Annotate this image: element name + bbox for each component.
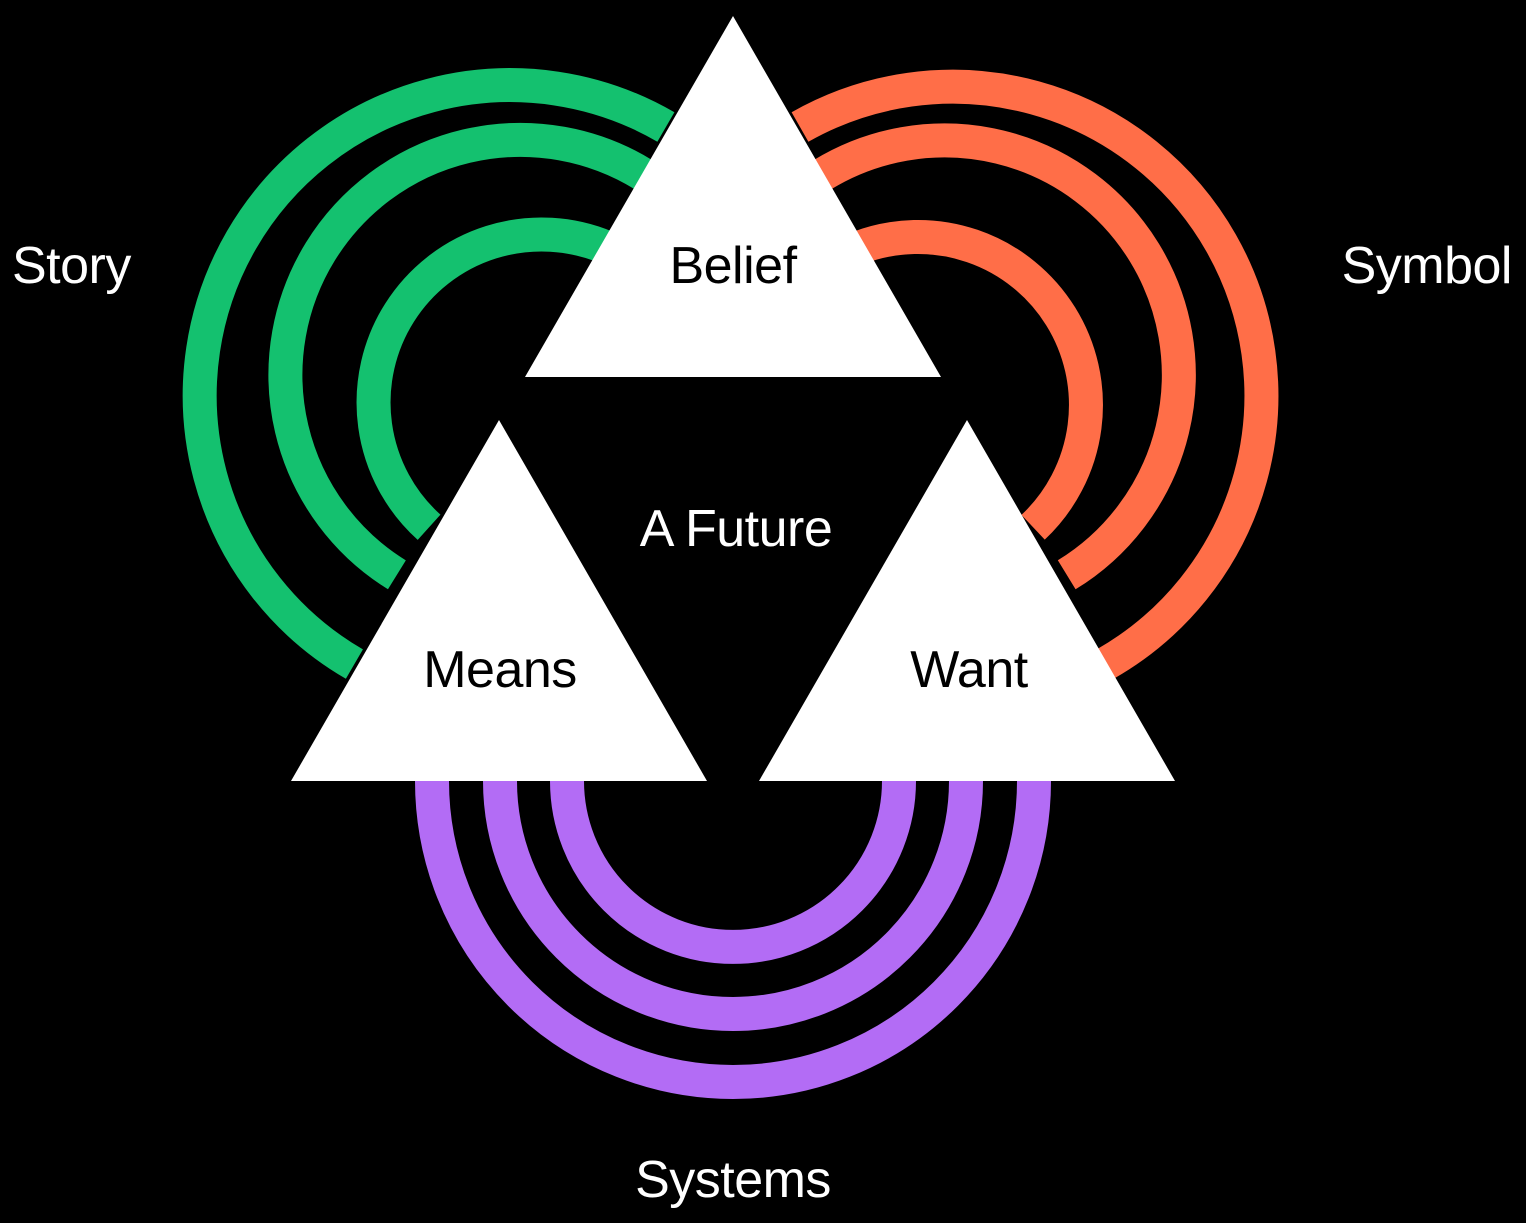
systems-arcs xyxy=(415,780,1051,1099)
systems-label: Systems xyxy=(635,1151,831,1209)
story-arc-middle xyxy=(268,122,653,590)
systems-arc-outer xyxy=(415,780,1051,1099)
story-label: Story xyxy=(12,237,131,295)
want-triangle xyxy=(759,420,1175,781)
story-arc-inner xyxy=(356,217,613,540)
systems-arc-inner xyxy=(550,780,916,964)
symbol-arcs xyxy=(791,69,1279,679)
belief-triangle xyxy=(525,16,941,377)
means-triangle xyxy=(291,420,707,781)
symbol-label: Symbol xyxy=(1342,237,1512,295)
want-label: Want xyxy=(910,641,1028,699)
center-label: A Future xyxy=(640,500,833,558)
means-label: Means xyxy=(423,641,577,699)
symbol-arc-inner xyxy=(853,220,1103,540)
story-arcs xyxy=(182,68,675,679)
symbol-arc-middle xyxy=(813,123,1196,590)
systems-arc-middle xyxy=(483,780,983,1031)
belief-label: Belief xyxy=(669,237,797,295)
story-arc-outer xyxy=(182,68,675,679)
symbol-arc-outer xyxy=(791,69,1279,679)
